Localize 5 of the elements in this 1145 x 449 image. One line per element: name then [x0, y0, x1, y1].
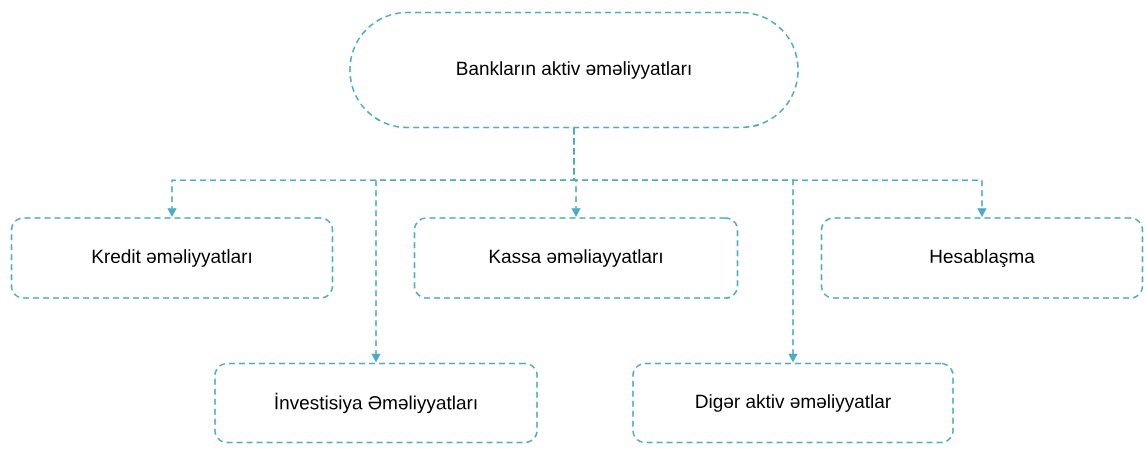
process-box: Kassa əməliayyatları: [413, 217, 739, 299]
process-box: İnvestisiya Əməliyyatları: [214, 362, 538, 444]
process-box: Hesablaşma: [820, 217, 1144, 299]
process-box: Kredit əməliyyatları: [10, 217, 334, 299]
process-box: Digər aktiv əməliyyatlar: [632, 362, 954, 444]
